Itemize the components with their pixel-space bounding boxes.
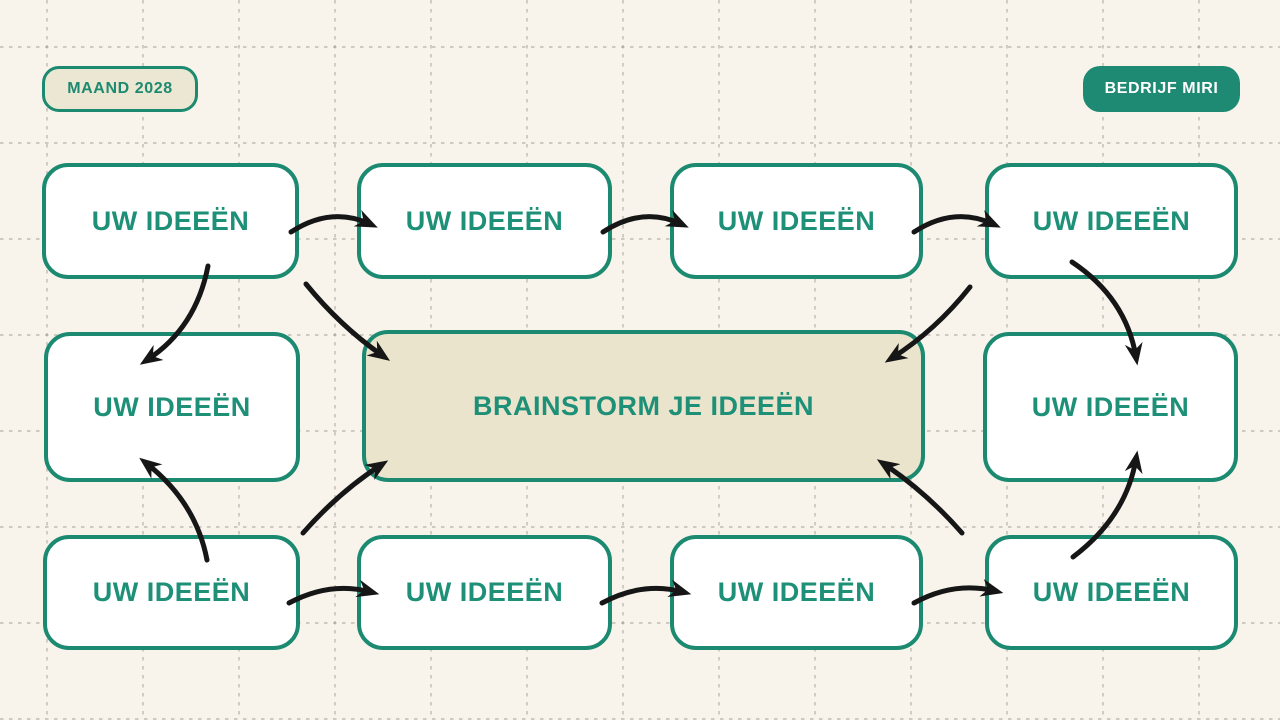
idea-box-label: UW IDEEËN: [405, 205, 564, 236]
date-badge[interactable]: MAAND 2028: [42, 66, 198, 112]
idea-box-label: UW IDEEËN: [717, 205, 876, 236]
idea-box-bottom-1[interactable]: UW IDEEËN: [43, 535, 300, 650]
idea-box-label: UW IDEEËN: [1031, 391, 1190, 422]
idea-box-bottom-3[interactable]: UW IDEEËN: [670, 535, 923, 650]
idea-box-label: UW IDEEËN: [405, 577, 564, 607]
idea-box-top-2[interactable]: UW IDEEËN: [357, 163, 612, 279]
idea-box-top-3[interactable]: UW IDEEËN: [670, 163, 923, 279]
idea-box-middle-left[interactable]: UW IDEEËN: [44, 332, 300, 482]
brainstorm-center-label: BRAINSTORM JE IDEEËN: [472, 390, 815, 421]
idea-box-label: UW IDEEËN: [91, 205, 250, 236]
idea-box-label: UW IDEEËN: [717, 577, 876, 607]
idea-box-bottom-2[interactable]: UW IDEEËN: [357, 535, 612, 650]
idea-box-label: UW IDEEËN: [1032, 205, 1191, 236]
idea-box-bottom-4[interactable]: UW IDEEËN: [985, 535, 1238, 650]
idea-box-top-1[interactable]: UW IDEEËN: [42, 163, 299, 279]
idea-box-top-4[interactable]: UW IDEEËN: [985, 163, 1238, 279]
idea-box-label: UW IDEEËN: [93, 391, 251, 422]
company-badge[interactable]: BEDRIJF MIRI: [1083, 66, 1240, 112]
date-badge-label: MAAND 2028: [67, 80, 173, 97]
company-badge-label: BEDRIJF MIRI: [1104, 80, 1219, 97]
idea-box-label: UW IDEEËN: [92, 577, 251, 607]
idea-box-label: UW IDEEËN: [1032, 577, 1191, 607]
idea-box-middle-right[interactable]: UW IDEEËN: [983, 332, 1238, 482]
brainstorm-center-box[interactable]: BRAINSTORM JE IDEEËN: [362, 330, 925, 482]
